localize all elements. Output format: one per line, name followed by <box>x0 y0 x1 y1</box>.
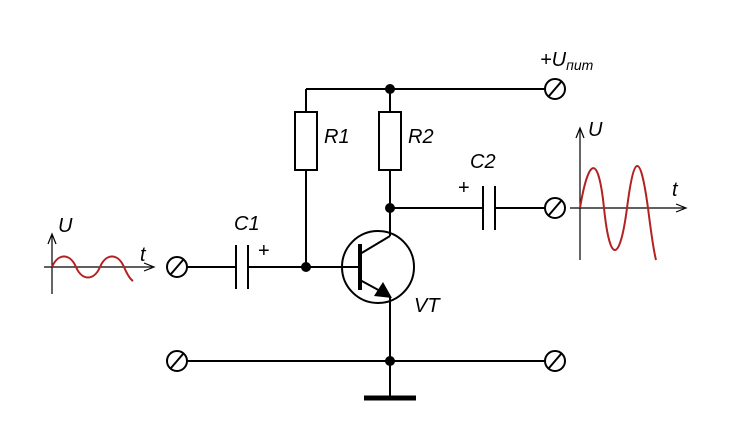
output-graph-y-label: U <box>588 119 603 141</box>
output-signal-wave <box>579 165 657 261</box>
resistor-r2-label: R2 <box>408 126 434 148</box>
output-signal-graph: U t <box>570 119 688 261</box>
input-graph-x-label: t <box>140 244 147 266</box>
input-terminal[interactable] <box>166 256 188 278</box>
input-graph-y-arrow-icon <box>47 232 57 245</box>
input-graph-y-label: U <box>58 215 73 237</box>
output-graph-x-label: t <box>672 179 679 201</box>
capacitor-c2-label: C2 <box>470 151 496 173</box>
input-signal-wave <box>51 255 134 282</box>
transistor-label: VT <box>414 295 441 317</box>
ground-left-terminal[interactable] <box>166 350 188 372</box>
supply-terminal[interactable] <box>544 78 566 100</box>
output-graph-x-arrow-icon <box>675 203 688 213</box>
transistor-vt <box>341 230 415 304</box>
input-graph-x-arrow-icon <box>143 262 156 272</box>
resistor-r1 <box>294 111 318 171</box>
resistor-r2 <box>378 111 402 171</box>
base-node-dot <box>301 262 311 272</box>
emitter-arrow-icon <box>374 282 392 298</box>
capacitor-c1-label: C1 <box>234 213 260 235</box>
capacitor-c1-polarity: + <box>258 240 270 262</box>
resistor-r1-label: R1 <box>324 126 350 148</box>
output-terminal[interactable] <box>544 197 566 219</box>
capacitor-c2-polarity: + <box>458 177 470 199</box>
output-graph-y-arrow-icon <box>575 126 585 139</box>
ground-right-terminal[interactable] <box>544 350 566 372</box>
supply-label: +Uпит <box>540 49 594 73</box>
input-signal-graph: U t <box>44 215 156 294</box>
